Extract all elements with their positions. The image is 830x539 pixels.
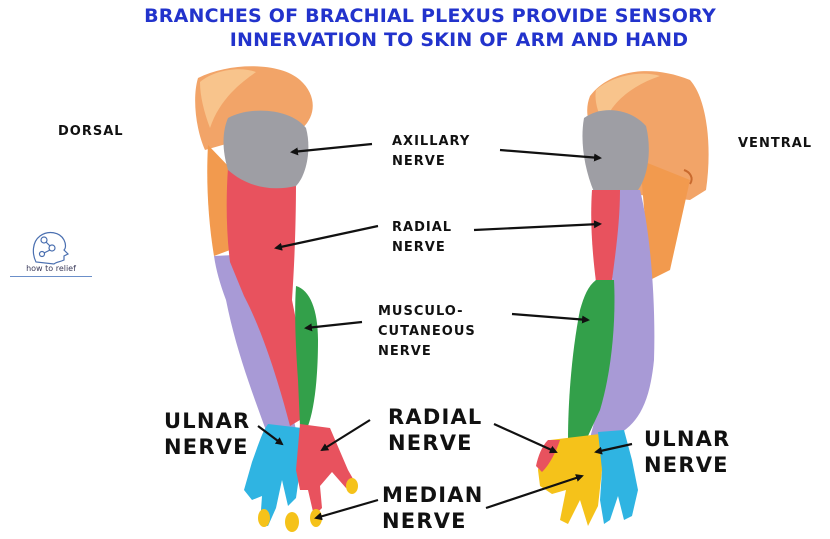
arrow-radial-ventral (474, 224, 600, 230)
axillary-nerve-label: AXILLARY NERVE (392, 132, 470, 172)
dorsal-radial-hand (296, 424, 356, 516)
ulnar-nerve-label-ventral: ULNAR NERVE (644, 426, 730, 478)
arrow-radial-lower-ventral (494, 424, 556, 452)
arrow-musculo-ventral (512, 314, 588, 320)
ventral-label: VENTRAL (738, 136, 812, 151)
head-profile-icon (8, 230, 94, 266)
median-nerve-label: MEDIAN NERVE (382, 482, 484, 534)
ventral-axillary-region (582, 110, 648, 192)
musculocutaneous-nerve-label: MUSCULO- CUTANEOUS NERVE (378, 302, 476, 362)
logo-text: how to relief (8, 264, 94, 273)
logo: how to relief (8, 230, 94, 280)
dorsal-ulnar-hand (244, 424, 302, 526)
dorsal-label: DORSAL (58, 124, 124, 139)
arrow-median-dorsal (316, 500, 378, 518)
dorsal-arm (195, 66, 358, 532)
radial-nerve-label-upper: RADIAL NERVE (392, 218, 452, 258)
logo-underline (10, 276, 92, 277)
ulnar-nerve-label-dorsal: ULNAR NERVE (164, 408, 250, 460)
radial-nerve-label-lower: RADIAL NERVE (388, 404, 483, 456)
